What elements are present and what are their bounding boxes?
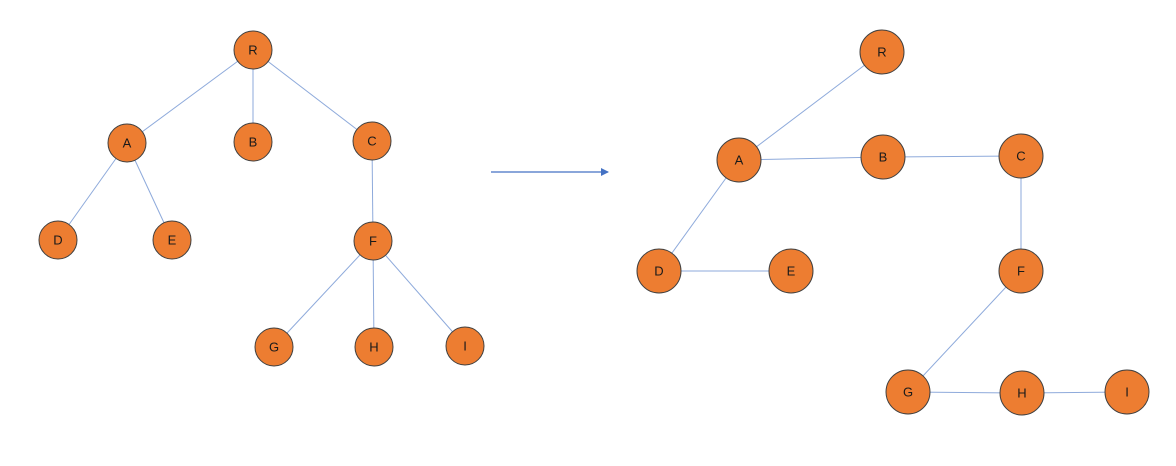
node-label: D (654, 264, 663, 279)
right-node-e: E (768, 248, 814, 294)
node-label: F (369, 234, 377, 249)
node-label: A (123, 136, 132, 151)
right-edge-f-g (907, 270, 1022, 393)
node-circle (859, 29, 905, 75)
right-node-b: B (860, 134, 906, 180)
right-edge-a-d (658, 159, 740, 272)
node-circle (636, 248, 682, 294)
right-edge-a-b (738, 156, 884, 161)
node-label: C (367, 134, 376, 149)
node-circle (354, 327, 394, 367)
node-label: H (369, 340, 378, 355)
left-edge-a-d (57, 142, 128, 241)
node-circle (999, 370, 1045, 416)
left-tree-nodes: R A B C D E F G H I (38, 30, 485, 367)
right-node-a: A (716, 137, 762, 183)
left-node-i: I (445, 326, 485, 366)
node-label: H (1017, 386, 1026, 401)
left-edge-f-g (273, 240, 374, 348)
left-node-d: D (38, 220, 78, 260)
left-node-h: H (354, 327, 394, 367)
left-tree-edges (57, 49, 466, 348)
left-node-e: E (152, 220, 192, 260)
left-node-r: R (233, 30, 273, 70)
node-circle (107, 123, 147, 163)
node-circle (860, 134, 906, 180)
left-edge-f-i (372, 240, 466, 347)
left-edge-r-a (126, 49, 254, 144)
node-label: R (248, 43, 257, 58)
left-node-a: A (107, 123, 147, 163)
node-label: C (1016, 149, 1025, 164)
node-circle (352, 121, 392, 161)
node-label: I (463, 339, 467, 354)
node-circle (1104, 369, 1150, 415)
left-edge-r-c (252, 49, 373, 142)
node-label: D (53, 233, 62, 248)
right-edge-r-a (738, 51, 883, 161)
right-node-c: C (998, 133, 1044, 179)
node-circle (998, 133, 1044, 179)
node-label: G (269, 340, 279, 355)
left-node-f: F (353, 221, 393, 261)
node-label: E (168, 233, 177, 248)
right-tree-edges (658, 51, 1128, 394)
node-circle (233, 122, 273, 162)
node-circle (768, 248, 814, 294)
left-node-b: B (233, 122, 273, 162)
node-label: B (879, 150, 888, 165)
node-label: G (903, 385, 913, 400)
left-node-c: C (352, 121, 392, 161)
node-circle (152, 220, 192, 260)
right-node-r: R (859, 29, 905, 75)
right-node-h: H (999, 370, 1045, 416)
node-label: I (1125, 385, 1129, 400)
node-label: F (1017, 264, 1025, 279)
right-tree: R A B C D E F G H I (636, 29, 1150, 416)
node-circle (353, 221, 393, 261)
node-circle (233, 30, 273, 70)
node-circle (38, 220, 78, 260)
node-label: R (877, 45, 886, 60)
node-label: A (735, 153, 744, 168)
right-node-f: F (998, 248, 1044, 294)
right-node-g: G (885, 369, 931, 415)
right-tree-nodes: R A B C D E F G H I (636, 29, 1150, 416)
node-circle (998, 248, 1044, 294)
node-circle (445, 326, 485, 366)
node-label: E (787, 264, 796, 279)
left-tree: R A B C D E F G H I (38, 30, 485, 367)
node-circle (885, 369, 931, 415)
right-node-d: D (636, 248, 682, 294)
left-node-g: G (254, 327, 294, 367)
node-label: B (249, 135, 258, 150)
node-circle (254, 327, 294, 367)
right-node-i: I (1104, 369, 1150, 415)
node-circle (716, 137, 762, 183)
right-edge-b-c (882, 155, 1022, 158)
